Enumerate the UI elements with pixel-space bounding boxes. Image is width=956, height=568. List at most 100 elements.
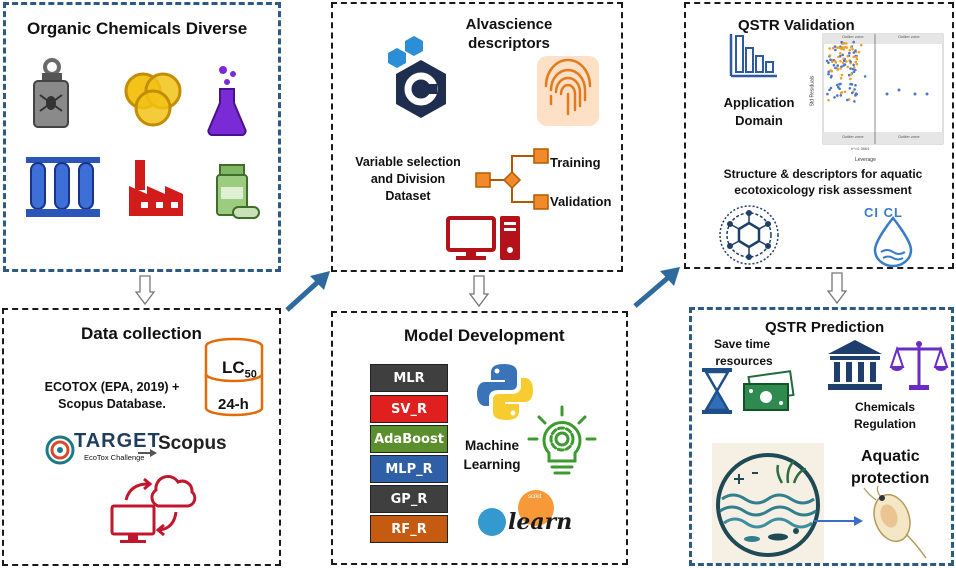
plot-point bbox=[836, 94, 839, 97]
plot-point bbox=[859, 43, 863, 47]
plot-point bbox=[828, 54, 832, 57]
lc-text: LC bbox=[222, 358, 245, 377]
plot-point bbox=[847, 73, 851, 77]
plot-point bbox=[853, 88, 856, 91]
model-rf-r: RF_R bbox=[370, 515, 448, 543]
plot-point bbox=[828, 47, 831, 50]
computer-icon bbox=[446, 216, 520, 260]
plot-point bbox=[848, 87, 852, 90]
target-arrow-icon bbox=[138, 449, 157, 457]
model-adaboost: AdaBoost bbox=[370, 425, 448, 453]
python-logo-icon bbox=[477, 364, 533, 420]
source-line1: ECOTOX (EPA, 2019) + bbox=[44, 380, 180, 394]
plot-point bbox=[849, 60, 852, 63]
plot-point bbox=[844, 42, 848, 45]
plot-point bbox=[845, 46, 849, 49]
plot-point bbox=[849, 67, 852, 70]
target-subtext: EcoTox Challenge bbox=[84, 453, 145, 462]
panel3-title-line1: Alvascience bbox=[465, 16, 553, 33]
lc-sub: 50 bbox=[244, 368, 257, 381]
fingerprint-icon bbox=[537, 56, 599, 126]
ad-line1: Application bbox=[723, 95, 795, 110]
plot-point bbox=[852, 66, 856, 69]
plot-point bbox=[829, 69, 832, 72]
validation-label: Validation bbox=[550, 194, 612, 209]
chem-line1: Chemicals bbox=[854, 400, 916, 414]
plot-point bbox=[836, 64, 839, 67]
wplot-xlabel: Leverage bbox=[855, 157, 876, 163]
plot-point bbox=[833, 96, 836, 99]
plot-point bbox=[913, 92, 917, 96]
plot-point bbox=[843, 59, 846, 62]
panel-qstr-prediction: QSTR Prediction Save time resources bbox=[689, 307, 954, 566]
plot-point bbox=[834, 48, 837, 52]
plot-point bbox=[839, 52, 842, 55]
protection-arrow-icon bbox=[814, 516, 863, 526]
williams-plot bbox=[822, 33, 944, 145]
wplot-zone-tr: Outlier zone bbox=[898, 34, 920, 39]
sklearn-small: scikit bbox=[528, 494, 542, 500]
flask-icon bbox=[207, 66, 247, 137]
plot-point bbox=[852, 51, 856, 54]
arrow-diag-2-icon bbox=[633, 267, 680, 308]
plot-point bbox=[848, 51, 851, 55]
plot-point bbox=[837, 46, 841, 49]
pill-bottle-icon bbox=[216, 164, 260, 219]
wplot-zone-tl: Outlier zone bbox=[842, 34, 864, 39]
chem-line2: Regulation bbox=[854, 417, 916, 431]
plot-point bbox=[827, 98, 830, 102]
plot-point bbox=[854, 93, 857, 97]
hours-label: 24-h bbox=[218, 396, 249, 413]
plot-point bbox=[837, 55, 840, 59]
plot-point bbox=[834, 61, 838, 64]
plot-point bbox=[838, 87, 841, 91]
plot-point bbox=[842, 48, 845, 51]
cicl-text: CI CL bbox=[864, 205, 903, 220]
spray-can-icon bbox=[33, 58, 69, 128]
plot-point bbox=[852, 55, 855, 59]
plot-point bbox=[849, 45, 853, 49]
plot-point bbox=[854, 84, 857, 87]
panel4-title: Model Development bbox=[404, 326, 565, 345]
plot-point bbox=[850, 91, 854, 95]
variable-line2: and Division bbox=[370, 172, 446, 186]
venn-diagram-icon bbox=[124, 72, 182, 127]
panel-organic-chemicals: Organic Chemicals Diverse bbox=[3, 2, 281, 272]
molecule-network-icon bbox=[719, 205, 779, 265]
plot-point bbox=[839, 59, 842, 63]
arrow-diag-1-icon bbox=[285, 271, 330, 312]
plot-point bbox=[855, 57, 859, 61]
plot-point bbox=[832, 63, 836, 67]
plot-point bbox=[829, 58, 832, 61]
daphnia-icon bbox=[863, 485, 927, 559]
plot-point bbox=[830, 74, 833, 78]
aquatic-line1: Aquatic bbox=[861, 448, 920, 465]
panel3-title-line2: descriptors bbox=[468, 35, 550, 52]
ml-line2: Learning bbox=[463, 457, 521, 472]
plot-point bbox=[863, 75, 867, 78]
plot-point bbox=[825, 59, 829, 63]
arrow-down-3-icon bbox=[826, 272, 848, 305]
plot-point bbox=[839, 67, 842, 70]
panel1-title: Organic Chemicals Diverse bbox=[27, 19, 248, 38]
plot-point bbox=[841, 61, 845, 64]
plot-point bbox=[835, 83, 839, 87]
bar-chart-icon bbox=[729, 34, 777, 78]
plot-point bbox=[854, 49, 857, 52]
wplot-zone-bl: Outlier zone bbox=[842, 134, 864, 139]
plot-point bbox=[846, 65, 849, 69]
water-drop-icon bbox=[873, 216, 913, 268]
plot-point bbox=[853, 100, 856, 103]
plot-point bbox=[833, 45, 837, 48]
plot-point bbox=[838, 82, 841, 86]
plot-point bbox=[841, 53, 844, 57]
panel6-title: QSTR Prediction bbox=[765, 319, 885, 336]
ad-line2: Domain bbox=[735, 113, 783, 128]
structure-line1: Structure & descriptors for aquatic bbox=[723, 167, 923, 181]
plot-point bbox=[842, 41, 846, 45]
wplot-h-label: h*=0.3864 bbox=[851, 146, 870, 151]
factory-icon bbox=[129, 160, 183, 216]
plot-point bbox=[831, 46, 835, 50]
target-logo-icon bbox=[45, 435, 75, 465]
plot-point bbox=[840, 40, 843, 44]
